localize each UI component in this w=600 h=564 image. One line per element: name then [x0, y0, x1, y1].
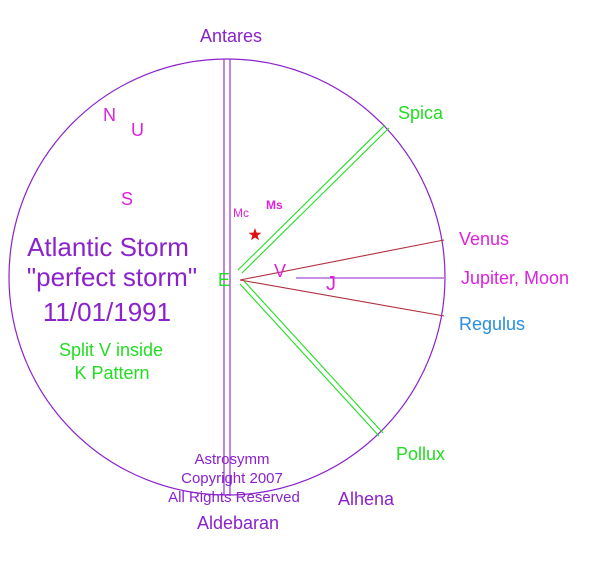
zodiac-circle	[8, 58, 446, 496]
title-line-2: "perfect storm"	[27, 262, 197, 292]
label-s: S	[121, 189, 133, 209]
red-star-icon	[248, 228, 262, 241]
label-j: J	[326, 273, 336, 295]
label-jupiter-moon: Jupiter, Moon	[461, 268, 569, 288]
label-ms: Ms	[266, 198, 283, 212]
copyright-line-1: Astrosymm	[195, 451, 270, 468]
label-alhena: Alhena	[338, 489, 395, 509]
title-line-1: Atlantic Storm	[27, 232, 189, 262]
label-antares: Antares	[200, 26, 262, 46]
label-spica: Spica	[398, 103, 444, 123]
pollux-line-b	[243, 280, 384, 434]
title-line-3: 11/01/1991	[43, 297, 171, 327]
regulus-line	[239, 279, 445, 317]
label-aldebaran: Aldebaran	[197, 513, 279, 533]
label-u: U	[131, 120, 144, 140]
label-n: N	[103, 105, 116, 125]
label-pollux: Pollux	[396, 444, 445, 464]
venus-line	[239, 239, 445, 281]
label-mc: Mc	[233, 206, 249, 220]
label-venus: Venus	[459, 229, 509, 249]
pollux-line-a	[239, 283, 380, 437]
spica-line-a	[237, 124, 386, 271]
spica-line-b	[241, 127, 390, 274]
label-regulus: Regulus	[459, 314, 525, 334]
copyright-line-3: All Rights Reserved	[168, 489, 300, 506]
subtitle-line-1: Split V inside	[59, 340, 163, 360]
copyright-line-2: Copyright 2007	[181, 470, 283, 487]
label-e: E	[218, 270, 230, 290]
label-v: V	[274, 261, 286, 281]
subtitle-line-2: K Pattern	[74, 363, 149, 383]
